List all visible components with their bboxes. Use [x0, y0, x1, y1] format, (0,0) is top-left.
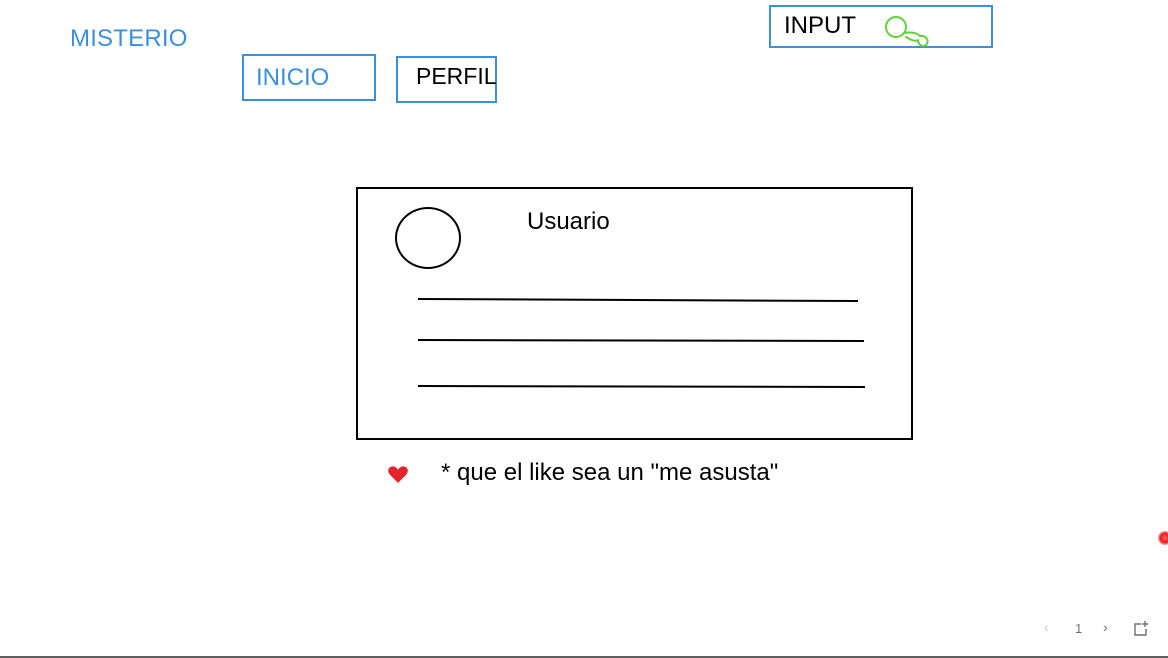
search-input[interactable] — [769, 5, 993, 48]
nav-inicio-label[interactable]: INICIO — [256, 64, 330, 91]
bottom-divider — [0, 656, 1168, 658]
heart-icon[interactable] — [387, 463, 409, 485]
brand-title: MISTERIO — [70, 25, 188, 52]
content-line — [417, 339, 865, 342]
post-card — [356, 187, 913, 440]
avatar — [395, 207, 461, 269]
chevron-right-icon[interactable]: › — [1103, 619, 1108, 635]
laser-pointer-dot — [1158, 531, 1168, 545]
expand-icon[interactable] — [1130, 619, 1150, 639]
chevron-left-icon[interactable]: ‹ — [1044, 619, 1049, 635]
like-note: * que el like sea un "me asusta" — [441, 459, 779, 486]
nav-perfil-button[interactable] — [396, 56, 497, 103]
post-username: Usuario — [527, 208, 610, 235]
search-input-label: INPUT — [784, 12, 856, 39]
nav-inicio-button[interactable] — [242, 54, 376, 101]
content-line — [417, 298, 859, 302]
search-icon[interactable] — [880, 12, 936, 52]
page-number: 1 — [1075, 621, 1083, 636]
post-content-lines — [417, 298, 866, 388]
content-line — [417, 385, 866, 388]
nav-perfil-label[interactable]: PERFIL — [416, 63, 497, 89]
